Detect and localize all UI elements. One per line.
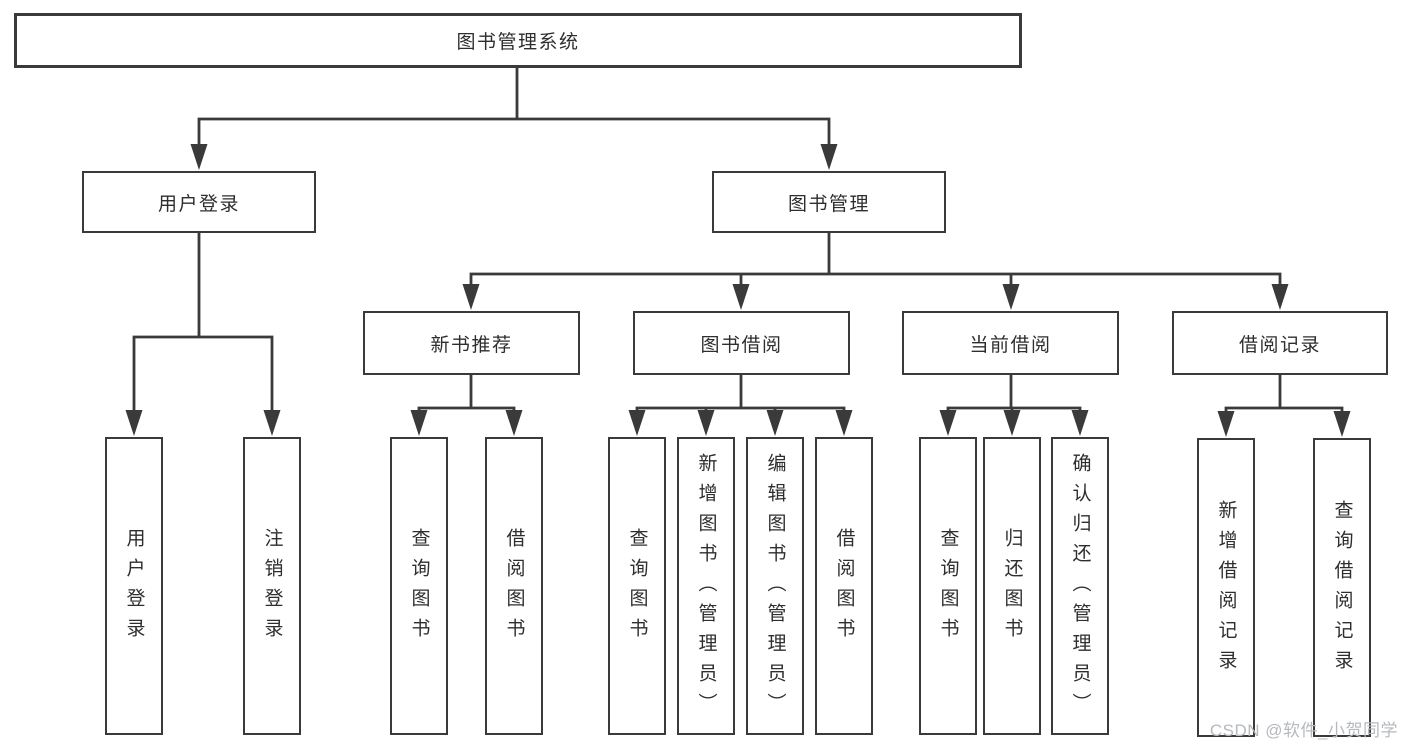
node-add-books-admin: 新增图书（管理员）	[677, 437, 735, 735]
node-edit-books-admin: 编辑图书（管理员）	[746, 437, 804, 735]
node-current-borrowing: 当前借阅	[902, 311, 1119, 375]
edge-borrowing-records-to-children	[1224, 372, 1344, 416]
node-root: 图书管理系统	[14, 13, 1022, 68]
node-borrow-books-borrow: 借阅图书	[815, 437, 873, 735]
node-user-login: 用户登录	[82, 171, 316, 233]
edge-user-login-to-children	[132, 230, 274, 416]
node-book-management: 图书管理	[712, 171, 946, 233]
edge-current-borrowing-to-children	[946, 372, 1082, 416]
connector-lines	[132, 65, 1344, 416]
node-query-books-borrow: 查询图书	[608, 437, 666, 735]
node-add-borrow-record: 新增借阅记录	[1197, 438, 1255, 737]
edge-root-to-level2	[197, 65, 831, 150]
node-return-books: 归还图书	[983, 437, 1041, 735]
node-borrowing-records: 借阅记录	[1172, 311, 1388, 375]
edge-book-borrowing-to-children	[635, 372, 846, 416]
node-logout-leaf: 注销登录	[243, 437, 301, 735]
edge-book-management-to-children	[469, 230, 1282, 291]
node-book-borrowing: 图书借阅	[633, 311, 850, 375]
arrowhead-icons	[125, 144, 1351, 437]
edge-new-book-to-children	[417, 372, 516, 416]
node-borrow-books-recommend: 借阅图书	[485, 437, 543, 735]
node-new-book-recommendation: 新书推荐	[363, 311, 580, 375]
node-user-login-leaf: 用户登录	[105, 437, 163, 735]
csdn-watermark: CSDN @软件_小贺同学	[1209, 721, 1398, 740]
node-confirm-return-admin: 确认归还（管理员）	[1051, 437, 1109, 735]
node-query-borrow-record: 查询借阅记录	[1313, 438, 1371, 737]
node-query-books-current: 查询图书	[919, 437, 977, 735]
node-query-books-recommend: 查询图书	[390, 437, 448, 735]
